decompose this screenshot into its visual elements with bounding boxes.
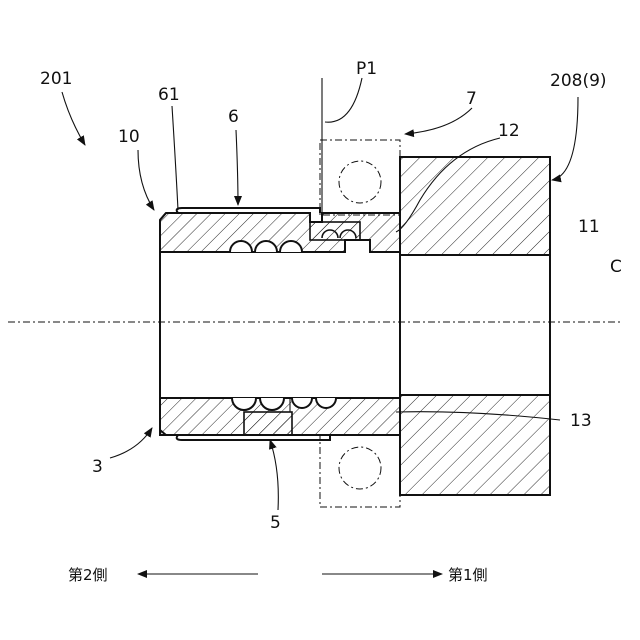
label-second-side: 第2側 bbox=[68, 566, 108, 584]
label-C: C bbox=[610, 257, 622, 277]
label-6: 6 bbox=[228, 107, 239, 127]
label-5: 5 bbox=[270, 513, 281, 533]
label-11: 11 bbox=[578, 217, 600, 237]
label-208: 208(9) bbox=[550, 71, 607, 91]
wall-P1 bbox=[322, 78, 400, 215]
housing-11 bbox=[400, 157, 550, 495]
member-10-lower bbox=[160, 398, 400, 435]
direction-indicator: 第2側 第1側 bbox=[68, 566, 488, 584]
label-7: 7 bbox=[466, 89, 477, 109]
label-13: 13 bbox=[570, 411, 592, 431]
label-P1: P1 bbox=[356, 59, 377, 79]
label-10: 10 bbox=[118, 127, 140, 147]
label-61: 61 bbox=[158, 85, 180, 105]
label-first-side: 第1側 bbox=[448, 566, 488, 584]
label-201: 201 bbox=[40, 69, 72, 89]
label-12: 12 bbox=[498, 121, 520, 141]
member-10-upper bbox=[160, 213, 400, 252]
inner-bore bbox=[160, 252, 400, 398]
label-3: 3 bbox=[92, 457, 103, 477]
